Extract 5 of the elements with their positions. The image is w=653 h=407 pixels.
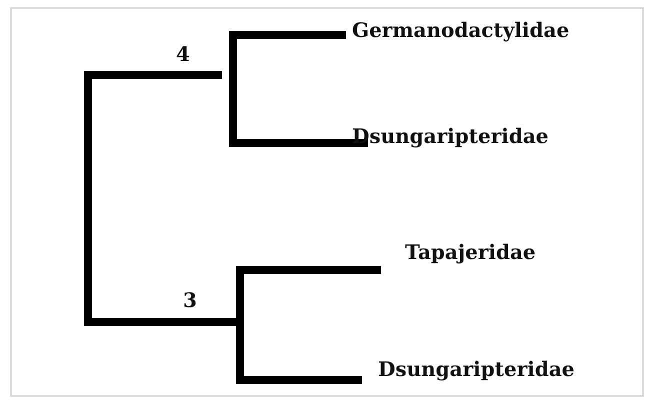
taxon-name: Germanodactylidae (352, 20, 570, 40)
branch-number: 4 (176, 44, 190, 64)
taxon-name: Tapajeridae (405, 242, 536, 262)
taxon-name: Dsungaripteridae (378, 359, 575, 379)
branch-number: 3 (183, 290, 197, 310)
